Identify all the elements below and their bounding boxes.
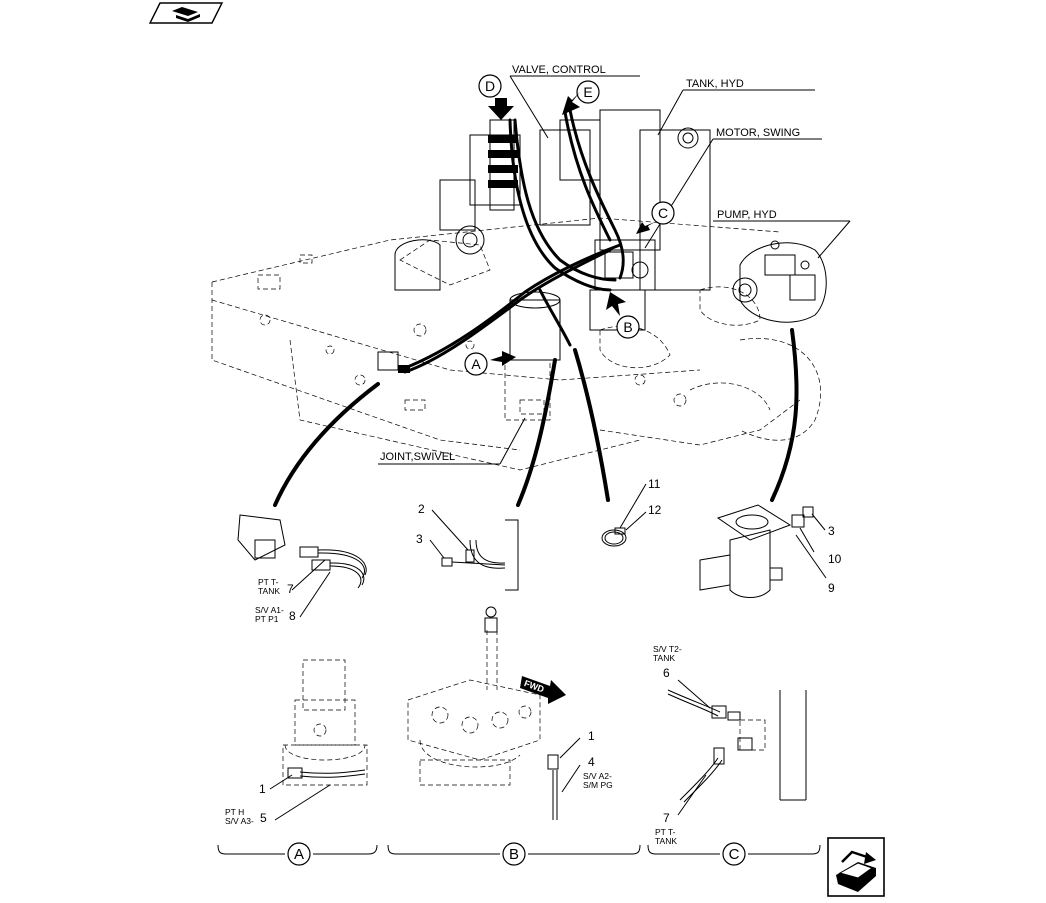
- port-label-tank-3: TANK: [655, 836, 677, 846]
- port-label-pt-p1: PT P1: [255, 614, 279, 624]
- part-number-1a: 1: [259, 782, 266, 796]
- callout-valve-control: VALVE, CONTROL: [512, 64, 606, 76]
- view-arrow-b: B: [606, 292, 640, 339]
- hose-routing: [403, 108, 625, 374]
- hydraulic-pump: [732, 240, 827, 323]
- part-number-3b: 3: [828, 524, 835, 538]
- view-letter-d: D: [485, 78, 495, 94]
- part-number-11: 11: [648, 477, 661, 491]
- port-label-sv-a2: S/V A2-: [583, 771, 612, 781]
- part-number-7b: 7: [663, 811, 670, 825]
- port-label-tank-2: TANK: [653, 653, 675, 663]
- previous-page-button[interactable]: [148, 2, 224, 24]
- view-letter-a: A: [471, 356, 481, 372]
- view-arrow-d: D: [478, 74, 514, 120]
- part-number-3a: 3: [416, 532, 423, 546]
- section-label-b: B: [509, 846, 519, 863]
- part-number-9: 9: [828, 581, 835, 595]
- part-number-12: 12: [648, 503, 662, 517]
- part-number-5: 5: [260, 811, 267, 825]
- part-number-2: 2: [418, 502, 425, 516]
- section-bracket-a: A: [217, 842, 378, 866]
- control-valve-stack: [394, 119, 521, 291]
- part-number-8: 8: [289, 609, 296, 623]
- section-bracket-c: C: [647, 842, 821, 866]
- view-letter-b: B: [623, 319, 632, 335]
- detail-hose-clamp: [429, 509, 519, 591]
- detail-hose-clip: [601, 483, 647, 547]
- view-arrow-c: C: [636, 201, 675, 234]
- detail-leader-lines: [273, 328, 799, 507]
- section-bracket-b: B: [387, 842, 641, 866]
- part-number-1b: 1: [588, 729, 595, 743]
- part-number-7a: 7: [287, 582, 294, 596]
- callout-motor-swing: MOTOR, SWING: [716, 127, 800, 139]
- port-label-pt-t-tank-1: PT T-: [258, 577, 279, 587]
- callout-joint-swivel: JOINT,SWIVEL: [380, 451, 455, 463]
- detail-a-swing-motor: [269, 659, 368, 821]
- port-label-sv-a1: S/V A1-: [255, 605, 284, 615]
- fwd-arrow: FWD: [520, 676, 566, 704]
- callout-tank-hyd: TANK, HYD: [686, 78, 744, 90]
- detail-pressure-transducer-fittings: [237, 514, 367, 618]
- section-label-c: C: [729, 846, 740, 863]
- callout-pump-hyd: PUMP, HYD: [717, 209, 777, 221]
- callout-leader-lines: [378, 75, 851, 465]
- port-label-sm-pg: S/M PG: [583, 780, 613, 790]
- view-arrow-a: A: [464, 351, 516, 376]
- port-label-pt-t-tank-2: PT T-: [655, 827, 676, 837]
- port-label-pt-h: PT H: [225, 807, 244, 817]
- part-number-6: 6: [663, 666, 670, 680]
- section-label-a: A: [294, 846, 304, 863]
- port-label-sv-t2: S/V T2-: [653, 644, 682, 654]
- detail-c-tank-connections: [667, 679, 807, 816]
- next-page-icon: [836, 850, 876, 892]
- port-label-sv-a3: S/V A3-: [225, 816, 254, 826]
- next-page-button[interactable]: [827, 837, 885, 897]
- view-arrow-e: E: [562, 80, 600, 115]
- upper-frame-outline: [211, 217, 821, 471]
- port-label-tank-1: TANK: [258, 586, 280, 596]
- part-number-10: 10: [828, 552, 842, 566]
- detail-pump-mounting: [699, 504, 827, 598]
- fitting-bracket: [377, 351, 410, 373]
- previous-page-icon: [172, 7, 200, 22]
- view-letter-c: C: [658, 205, 668, 221]
- part-number-4: 4: [588, 755, 595, 769]
- detail-b-valve-block: [407, 606, 581, 820]
- view-letter-e: E: [583, 84, 592, 100]
